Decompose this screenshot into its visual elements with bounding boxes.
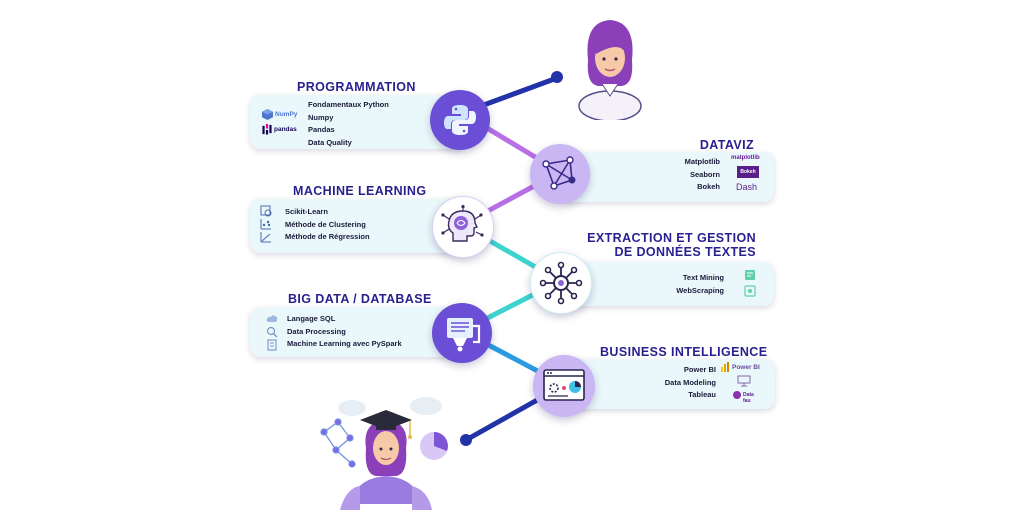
pandas-bars-icon [262, 124, 272, 135]
programmation-title: PROGRAMMATION [297, 80, 416, 94]
network-graph-icon [542, 156, 576, 190]
list-item: Matplotlib [684, 157, 720, 166]
data-processing-icon [266, 326, 278, 338]
hub-network-icon [539, 261, 583, 305]
machine-learning-items: Scikit-Learn Méthode de Clustering Métho… [285, 206, 370, 244]
pandas-logo: pandas [262, 124, 297, 135]
list-item: Data Quality [308, 137, 352, 147]
list-item: WebScraping [676, 285, 724, 295]
dashboard-window-icon [543, 369, 585, 401]
list-item: Text Mining [682, 273, 724, 282]
clustering-icon [260, 219, 271, 230]
scikit-learn-icon [260, 205, 272, 217]
dash-logo: Dash [736, 182, 758, 192]
dataviz-items: Matplotlib Seaborn Bokeh [640, 156, 720, 194]
machine-learning-card [250, 199, 468, 253]
big-data-title: BIG DATA / DATABASE [288, 292, 432, 306]
list-item: Scikit-Learn [285, 207, 328, 216]
data-modeling-icon [737, 375, 751, 387]
numpy-cube-icon [262, 109, 273, 120]
list-item: Data Modeling [664, 377, 716, 387]
list-item: Machine Learning avec PySpark [287, 339, 402, 348]
machine-learning-title: MACHINE LEARNING [293, 184, 427, 198]
list-item: Méthode de Régression [285, 232, 370, 241]
bokeh-logo: Bokeh [737, 166, 759, 178]
path-start-dot [551, 71, 563, 83]
programmation-node [430, 90, 490, 150]
big-data-card [250, 307, 468, 357]
extraction-node [530, 252, 592, 314]
business-intelligence-node [533, 355, 595, 417]
list-item: Power BI [683, 365, 716, 374]
numpy-logo: NumPy [262, 109, 297, 120]
list-item: Langage SQL [287, 314, 336, 323]
python-icon [444, 105, 476, 135]
business-intelligence-card [565, 359, 775, 409]
list-item: Bokeh [697, 182, 720, 191]
dataviz-node [530, 144, 590, 204]
server-gear-icon [447, 318, 481, 352]
webscraping-icon [744, 285, 756, 297]
extraction-items: Text Mining WebScraping [630, 272, 724, 297]
extraction-title-line2: DE DONNÉES TEXTES [614, 245, 756, 259]
ai-brain-head-icon [441, 205, 484, 242]
list-item: Méthode de Clustering [285, 219, 366, 229]
matplotlib-logo: matplotlib [731, 155, 760, 161]
list-item: Tableau [688, 390, 716, 399]
list-item: Seaborn [689, 169, 720, 179]
tableau-badge-icon [733, 391, 741, 399]
graduate-avatar-icon [320, 397, 448, 510]
big-data-items: Langage SQL Data Processing Machine Lear… [287, 313, 402, 351]
big-data-node [432, 303, 492, 363]
extraction-card [562, 262, 774, 306]
dataviz-title: DATAVIZ [699, 138, 754, 152]
tableau-logo: Data fau [733, 391, 754, 404]
pyspark-doc-icon [267, 339, 277, 351]
machine-learning-node [432, 196, 494, 258]
sql-cloud-icon [266, 315, 278, 322]
path-end-dot [460, 434, 472, 446]
powerbi-bars-icon [721, 362, 729, 372]
business-intelligence-title: BUSINESS INTELLIGENCE [600, 345, 768, 359]
business-intelligence-items: Power BI Data Modeling Tableau [630, 364, 716, 402]
regression-icon [260, 232, 271, 243]
list-item: Data Processing [287, 326, 346, 336]
list-item: Numpy [308, 112, 334, 122]
list-item: Pandas [308, 125, 335, 134]
programmation-items: Fondamentaux Python Numpy Pandas Data Qu… [308, 99, 389, 149]
list-item: Fondamentaux Python [308, 100, 389, 109]
student-avatar-icon [578, 20, 642, 120]
programmation-card [250, 95, 465, 149]
powerbi-logo: Power BI [721, 362, 760, 372]
extraction-title-line1: EXTRACTION ET GESTION [587, 231, 756, 245]
text-mining-icon [745, 270, 755, 280]
